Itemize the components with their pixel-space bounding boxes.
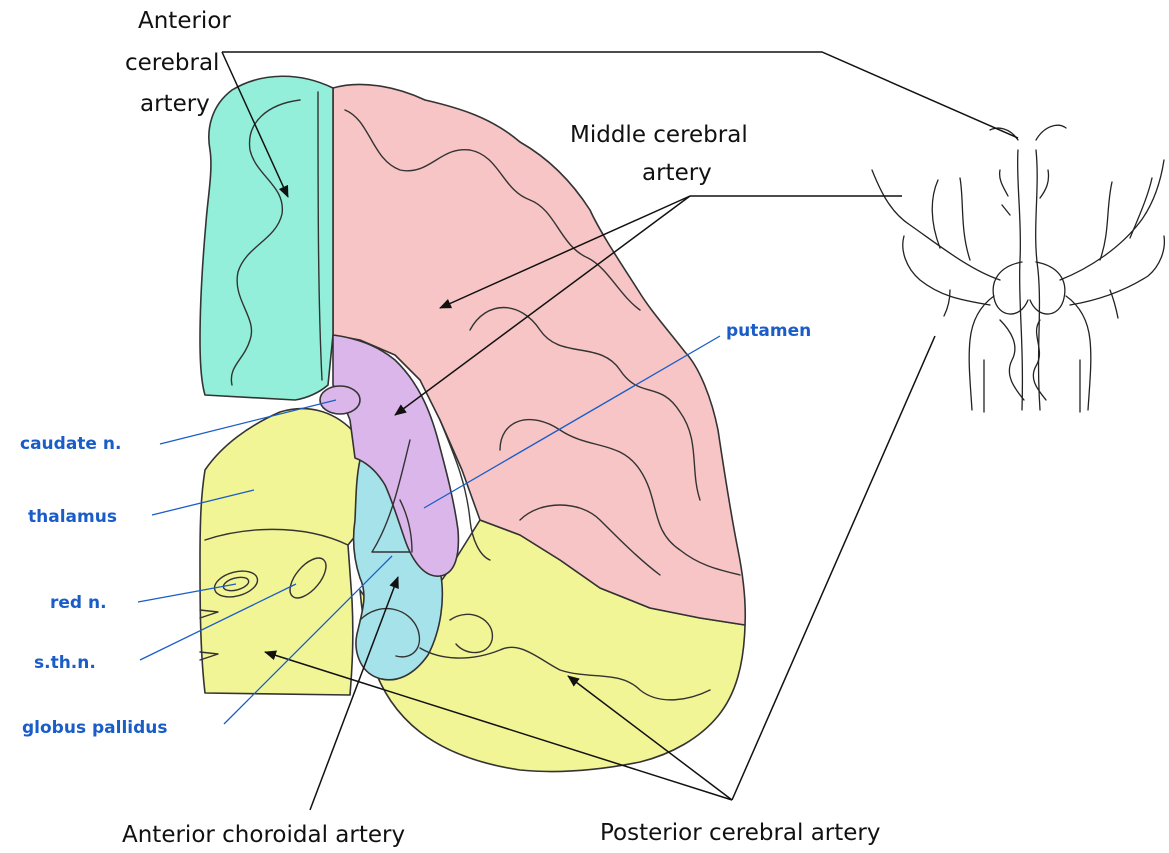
posterior-cerebral-territory-thalamus [200, 409, 376, 695]
red-nucleus-label: red n. [50, 593, 107, 613]
middle-cerebral-label-line2: artery [642, 160, 712, 186]
globus-pallidus-label: globus pallidus [22, 718, 168, 738]
putamen-label: putamen [726, 321, 811, 341]
thalamus-label: thalamus [28, 507, 117, 527]
caudate-label: caudate n. [20, 434, 121, 454]
anterior-cerebral-label-line1: Anterior [138, 8, 231, 34]
posterior-cerebral-label: Posterior cerebral artery [600, 820, 881, 846]
cerebral-arterial-circle-illustration [872, 125, 1164, 412]
middle-cerebral-label-line1: Middle cerebral [570, 122, 748, 148]
subthalamic-nucleus-label: s.th.n. [34, 653, 96, 673]
caudate-nucleus-outline [320, 386, 360, 414]
anterior-choroidal-label: Anterior choroidal artery [122, 822, 405, 848]
anterior-cerebral-label-line3: artery [140, 91, 210, 117]
anterior-cerebral-label-line2: cerebral [125, 50, 219, 76]
